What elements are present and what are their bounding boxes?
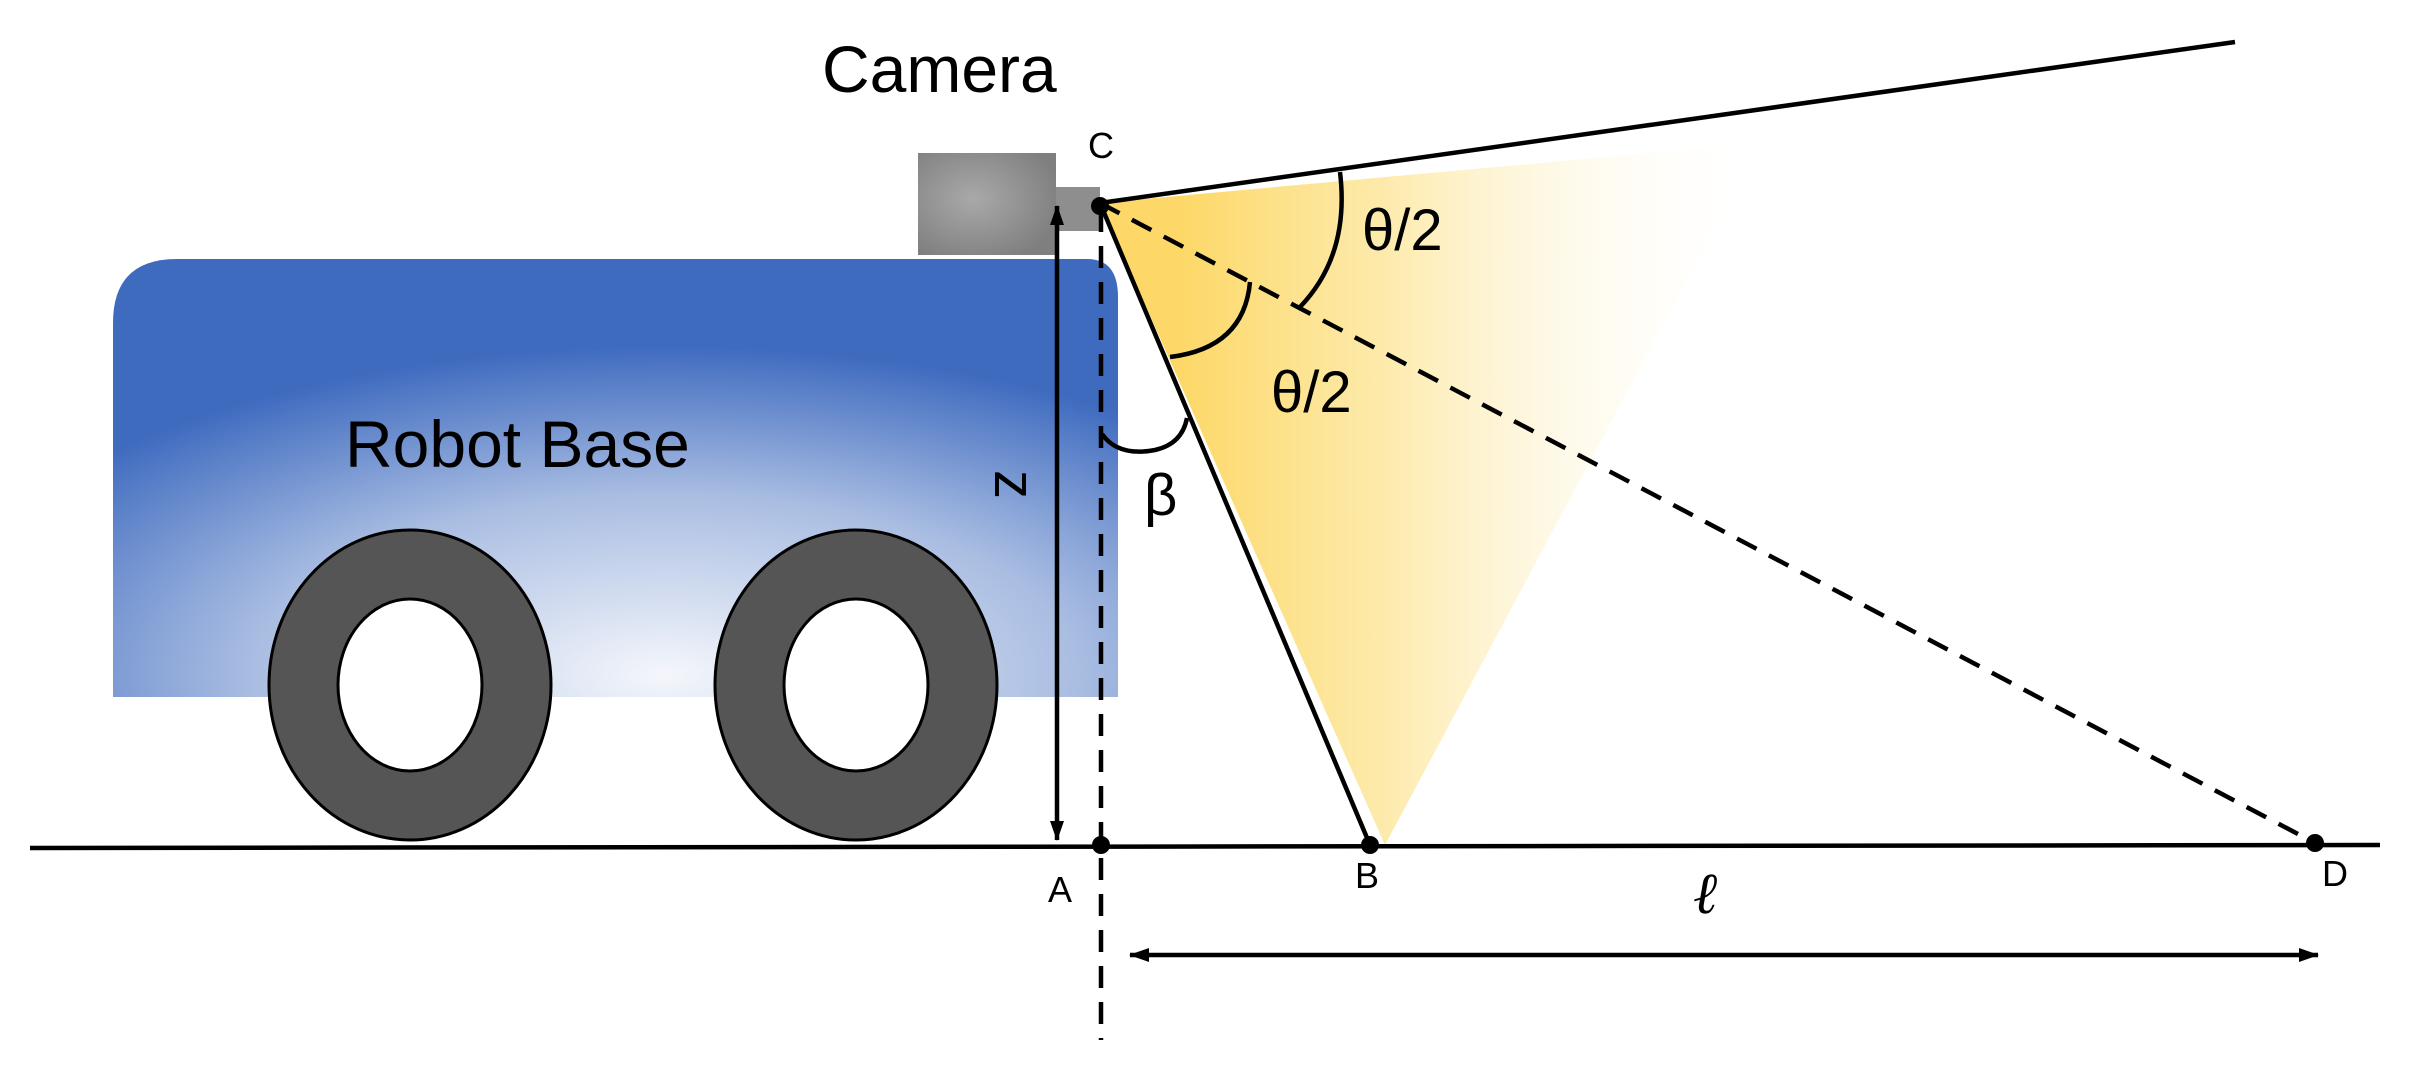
- point-c-marker: [1091, 197, 1109, 215]
- lower-half-angle-arc: [1169, 281, 1253, 360]
- point-c-label: C: [1088, 125, 1114, 166]
- point-d-marker: [2306, 834, 2324, 852]
- rear-wheel: [267, 528, 553, 842]
- lower-half-angle-label: θ/2: [1271, 360, 1352, 425]
- ground-line: [29, 842, 2381, 851]
- point-a-marker: [1092, 836, 1110, 854]
- tilt-angle-label: β: [1144, 463, 1177, 528]
- front-wheel: [713, 528, 999, 842]
- tilt-angle-arc: [1100, 417, 1190, 454]
- upper-half-angle-label: θ/2: [1362, 198, 1443, 263]
- point-a-label: A: [1048, 869, 1072, 910]
- height-label: z: [982, 470, 1047, 499]
- robot-base-label: Robot Base: [345, 407, 690, 481]
- lower-fov-line: [1097, 202, 1373, 846]
- upper-fov-line: [1099, 39, 2236, 206]
- upper-half-angle-arc: [1298, 171, 1344, 309]
- distance-label: ℓ: [1693, 861, 1717, 926]
- camera-field-of-view: [1100, 143, 1760, 845]
- point-d-label: D: [2322, 853, 2348, 894]
- camera-body: [918, 153, 1056, 255]
- point-b-marker: [1361, 836, 1379, 854]
- optical-axis-line: [1098, 201, 2317, 845]
- camera-label: Camera: [822, 32, 1057, 106]
- point-b-label: B: [1355, 855, 1379, 896]
